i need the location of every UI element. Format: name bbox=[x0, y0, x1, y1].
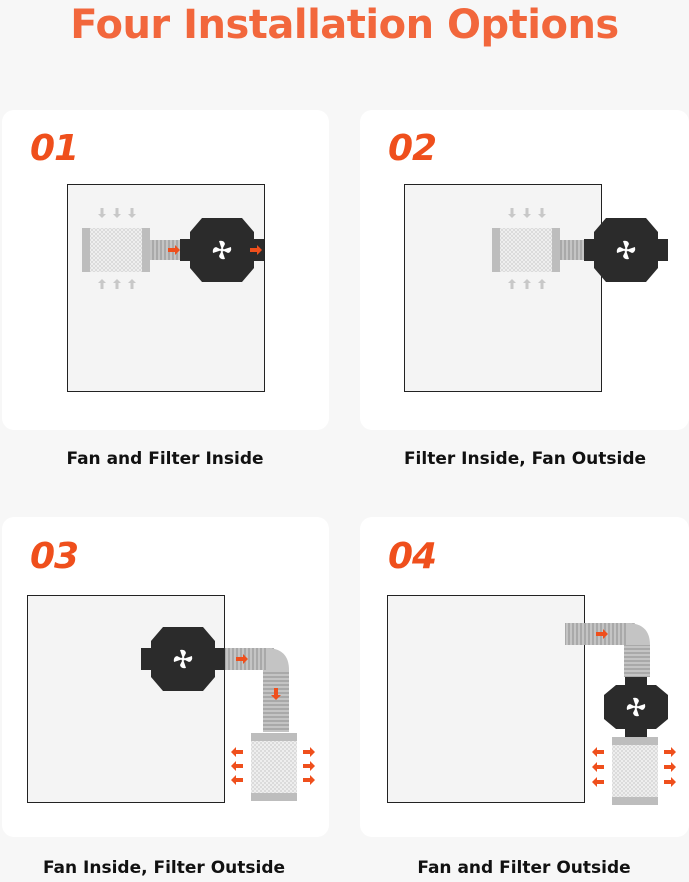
intake-arrow bbox=[538, 208, 546, 218]
intake-arrow bbox=[98, 208, 106, 218]
carbon-filter bbox=[612, 737, 658, 805]
option-number-3: 03 bbox=[30, 536, 79, 577]
option-caption-2: Filter Inside, Fan Outside bbox=[403, 449, 647, 469]
grow-tent-4 bbox=[387, 595, 585, 803]
option-number-1: 01 bbox=[30, 128, 79, 169]
exhaust-arrow bbox=[592, 762, 604, 772]
duct-elbow bbox=[266, 648, 289, 670]
exhaust-arrow bbox=[592, 777, 604, 787]
inline-fan bbox=[141, 627, 225, 691]
exhaust-arrow bbox=[664, 777, 676, 787]
exhaust-arrow bbox=[664, 762, 676, 772]
exhaust-arrow bbox=[303, 761, 315, 771]
diagram-1 bbox=[82, 208, 264, 289]
intake-arrow bbox=[128, 208, 136, 218]
exhaust-arrow bbox=[231, 761, 243, 771]
intake-arrow bbox=[523, 279, 531, 289]
intake-arrow bbox=[113, 208, 121, 218]
intake-arrow bbox=[523, 208, 531, 218]
diagram-4 bbox=[565, 623, 676, 805]
option-caption-4: Fan and Filter Outside bbox=[417, 858, 631, 878]
intake-arrow bbox=[98, 279, 106, 289]
duct-elbow bbox=[627, 623, 650, 645]
intake-arrow bbox=[538, 279, 546, 289]
page-title: Four Installation Options bbox=[70, 2, 619, 48]
intake-arrow bbox=[508, 208, 516, 218]
option-number-4: 04 bbox=[388, 536, 437, 577]
exhaust-arrow bbox=[303, 747, 315, 757]
inline-fan bbox=[604, 677, 668, 737]
exhaust-arrow bbox=[664, 747, 676, 757]
option-caption-3: Fan Inside, Filter Outside bbox=[42, 858, 286, 878]
duct bbox=[624, 645, 650, 677]
grow-tent-2 bbox=[404, 184, 602, 392]
carbon-filter bbox=[251, 733, 297, 801]
inline-fan bbox=[584, 218, 668, 282]
diagram-3 bbox=[141, 627, 315, 801]
exhaust-arrow bbox=[592, 747, 604, 757]
exhaust-arrow bbox=[231, 747, 243, 757]
intake-arrow bbox=[113, 279, 121, 289]
option-number-2: 02 bbox=[388, 128, 437, 169]
option-caption-1: Fan and Filter Inside bbox=[66, 449, 264, 469]
diagram-2 bbox=[492, 208, 668, 289]
exhaust-arrow bbox=[303, 775, 315, 785]
carbon-filter bbox=[82, 228, 150, 272]
intake-arrow bbox=[128, 279, 136, 289]
intake-arrow bbox=[508, 279, 516, 289]
carbon-filter bbox=[492, 228, 560, 272]
duct bbox=[263, 670, 289, 732]
exhaust-arrow bbox=[231, 775, 243, 785]
